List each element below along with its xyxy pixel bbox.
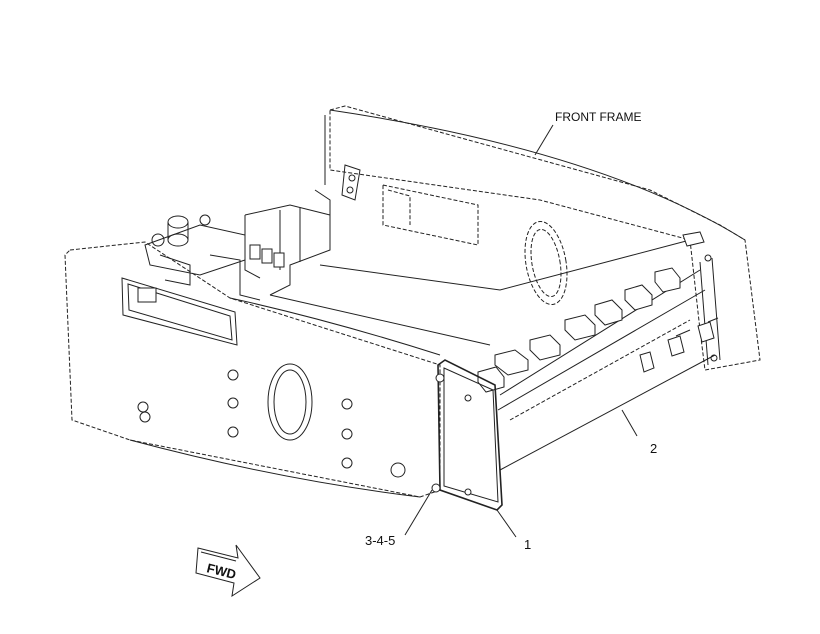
frame-side-beam	[229, 239, 721, 471]
label-part-3-4-5: 3-4-5	[365, 533, 395, 548]
upper-components	[144, 164, 361, 301]
label-front-frame: FRONT FRAME	[555, 110, 641, 124]
label-part-1: 1	[524, 537, 531, 552]
fwd-arrow-icon: FWD	[195, 544, 261, 598]
rear-plate	[324, 105, 761, 371]
cover-plate-part-1	[431, 359, 503, 511]
label-part-2: 2	[650, 441, 657, 456]
leader-lines	[404, 124, 638, 538]
bracket-tabs	[477, 231, 719, 393]
front-plate	[64, 241, 441, 498]
fwd-label: FWD	[205, 560, 237, 582]
